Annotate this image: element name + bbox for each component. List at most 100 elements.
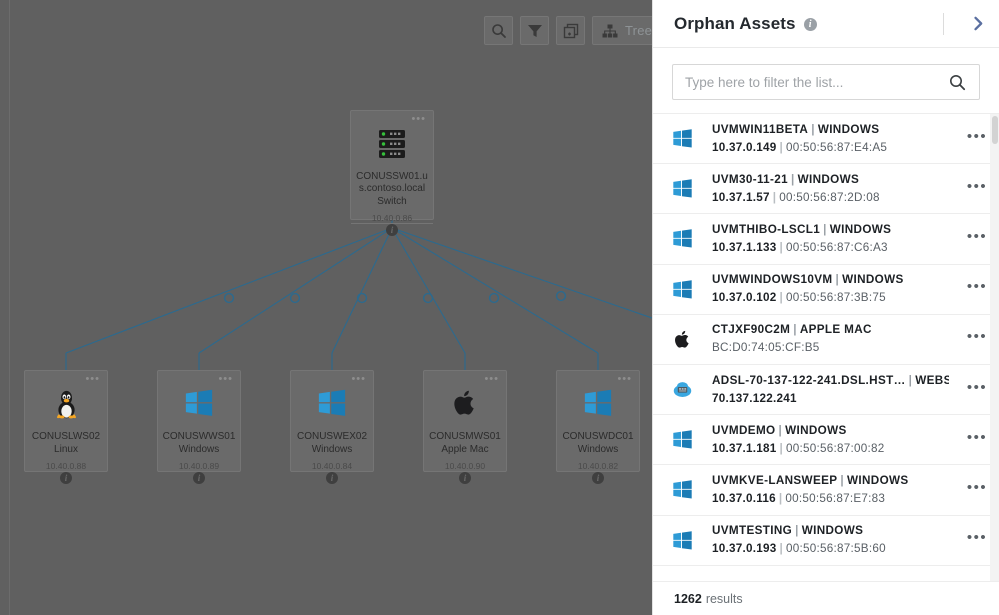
node-type: Apple Mac bbox=[441, 444, 489, 455]
node-footer: i bbox=[351, 223, 433, 236]
windows-icon bbox=[583, 383, 613, 423]
panel-header: Orphan Assets i bbox=[653, 0, 999, 48]
node-name: CONUSLWS02 bbox=[31, 431, 101, 442]
list-item-menu-button[interactable]: ••• bbox=[966, 177, 988, 195]
canvas-left-border bbox=[9, 0, 10, 615]
list-item[interactable]: UVMKVE-LANSWEEP|WINDOWS 10.37.0.116|00:50… bbox=[653, 465, 999, 516]
node-menu-button[interactable]: ••• bbox=[617, 373, 632, 385]
tree-view-button[interactable]: Tree bbox=[592, 16, 652, 45]
duplicate-button[interactable] bbox=[556, 16, 585, 45]
list-item-menu-button[interactable]: ••• bbox=[966, 478, 988, 496]
list-item-subtitle: 70.137.122.241 bbox=[712, 391, 797, 405]
list-item-title: CTJXF90C2M|APPLE MAC bbox=[712, 323, 872, 337]
linux-penguin-icon bbox=[51, 383, 82, 423]
node-ip: 10.40.0.89 bbox=[178, 461, 220, 471]
windows-icon bbox=[672, 128, 712, 149]
list-item-text: ADSL-70-137-122-241.DSL.HST…|WEBS…70.137… bbox=[712, 373, 955, 407]
apple-icon bbox=[672, 329, 712, 350]
search-icon[interactable] bbox=[949, 74, 979, 91]
list-item[interactable]: ADSL-70-137-122-241.DSL.HST…|WEBS…70.137… bbox=[653, 364, 999, 416]
list-item-subtitle: 10.37.0.149|00:50:56:87:E4:A5 bbox=[712, 140, 888, 154]
list-scrollbar-thumb[interactable] bbox=[991, 116, 998, 144]
list-item-title: UVMKVE-LANSWEEP|WINDOWS bbox=[712, 473, 909, 487]
filter-box[interactable] bbox=[672, 64, 980, 100]
list-item-menu-button[interactable]: ••• bbox=[966, 529, 988, 547]
node-menu-button[interactable]: ••• bbox=[351, 373, 366, 385]
node-footer: i bbox=[158, 471, 240, 484]
list-item-subtitle: 10.37.1.181|00:50:56:87:00:82 bbox=[712, 441, 885, 455]
list-item-subtitle: 10.37.0.193|00:50:56:87:5B:60 bbox=[712, 542, 886, 556]
node-footer: i bbox=[25, 471, 107, 484]
node-menu-button[interactable]: ••• bbox=[85, 373, 100, 385]
windows-icon bbox=[672, 279, 712, 300]
collapse-panel-button[interactable] bbox=[957, 0, 999, 48]
list-item-subtitle: 10.37.0.116|00:50:56:87:E7:83 bbox=[712, 491, 886, 505]
tree-icon bbox=[602, 24, 618, 37]
info-icon[interactable]: i bbox=[803, 18, 817, 31]
info-icon[interactable]: i bbox=[60, 472, 72, 484]
filter-button[interactable] bbox=[520, 16, 549, 45]
info-icon[interactable]: i bbox=[459, 472, 471, 484]
list-item-text: UVMKVE-LANSWEEP|WINDOWS 10.37.0.116|00:50… bbox=[712, 473, 955, 507]
search-button[interactable] bbox=[484, 16, 513, 45]
network-diagram-canvas[interactable]: Tree ••• bbox=[0, 0, 652, 615]
search-input[interactable] bbox=[673, 65, 949, 99]
windows-icon bbox=[672, 228, 712, 249]
diagram-edges bbox=[65, 220, 652, 370]
node-ip: 10.40.0.86 bbox=[371, 213, 413, 223]
list-item-title: UVMTESTING|WINDOWS bbox=[712, 524, 864, 538]
panel-footer: 1262 results bbox=[653, 581, 999, 615]
list-item-text: UVMTESTING|WINDOWS 10.37.0.193|00:50:56:8… bbox=[712, 523, 955, 557]
node-type: Windows bbox=[178, 444, 220, 455]
list-item-menu-button[interactable]: ••• bbox=[966, 428, 988, 446]
node-footer: i bbox=[291, 471, 373, 484]
list-item-menu-button[interactable]: ••• bbox=[966, 127, 988, 145]
list-item[interactable]: UVMTESTING|WINDOWS 10.37.0.193|00:50:56:8… bbox=[653, 515, 999, 566]
info-icon[interactable]: i bbox=[592, 472, 604, 484]
list-item-menu-button[interactable]: ••• bbox=[966, 278, 988, 296]
diagram-node-root[interactable]: ••• bbox=[350, 110, 434, 236]
node-name: CONUSWWS01 bbox=[162, 431, 236, 442]
orphan-assets-panel: Orphan Assets i UVMW bbox=[652, 0, 999, 615]
list-item[interactable]: UVMTHIBO-UBU1-DMZ-LAB-LOC…|LIN…••• bbox=[653, 565, 999, 581]
linux-penguin-icon bbox=[672, 580, 712, 581]
list-scrollbar-track[interactable] bbox=[990, 114, 999, 581]
node-ip: 10.40.0.88 bbox=[45, 461, 87, 471]
node-ip: 10.40.0.90 bbox=[444, 461, 486, 471]
node-menu-button[interactable]: ••• bbox=[218, 373, 233, 385]
apple-icon bbox=[450, 383, 480, 423]
list-item-menu-button[interactable]: ••• bbox=[966, 227, 988, 245]
windows-icon bbox=[672, 530, 712, 551]
node-menu-button[interactable]: ••• bbox=[484, 373, 499, 385]
list-item-subtitle: 10.37.0.102|00:50:56:87:3B:75 bbox=[712, 291, 886, 305]
list-item-menu-button[interactable]: ••• bbox=[966, 328, 988, 346]
node-name: CONUSSW01.us.contoso.local bbox=[356, 171, 428, 194]
info-icon[interactable]: i bbox=[326, 472, 338, 484]
windows-icon bbox=[317, 383, 347, 423]
info-icon[interactable]: i bbox=[386, 224, 398, 236]
node-footer: i bbox=[424, 471, 506, 484]
node-menu-button[interactable]: ••• bbox=[411, 113, 426, 125]
info-icon[interactable]: i bbox=[193, 472, 205, 484]
list-item-menu-button[interactable]: ••• bbox=[966, 378, 988, 396]
header-divider bbox=[943, 12, 944, 35]
